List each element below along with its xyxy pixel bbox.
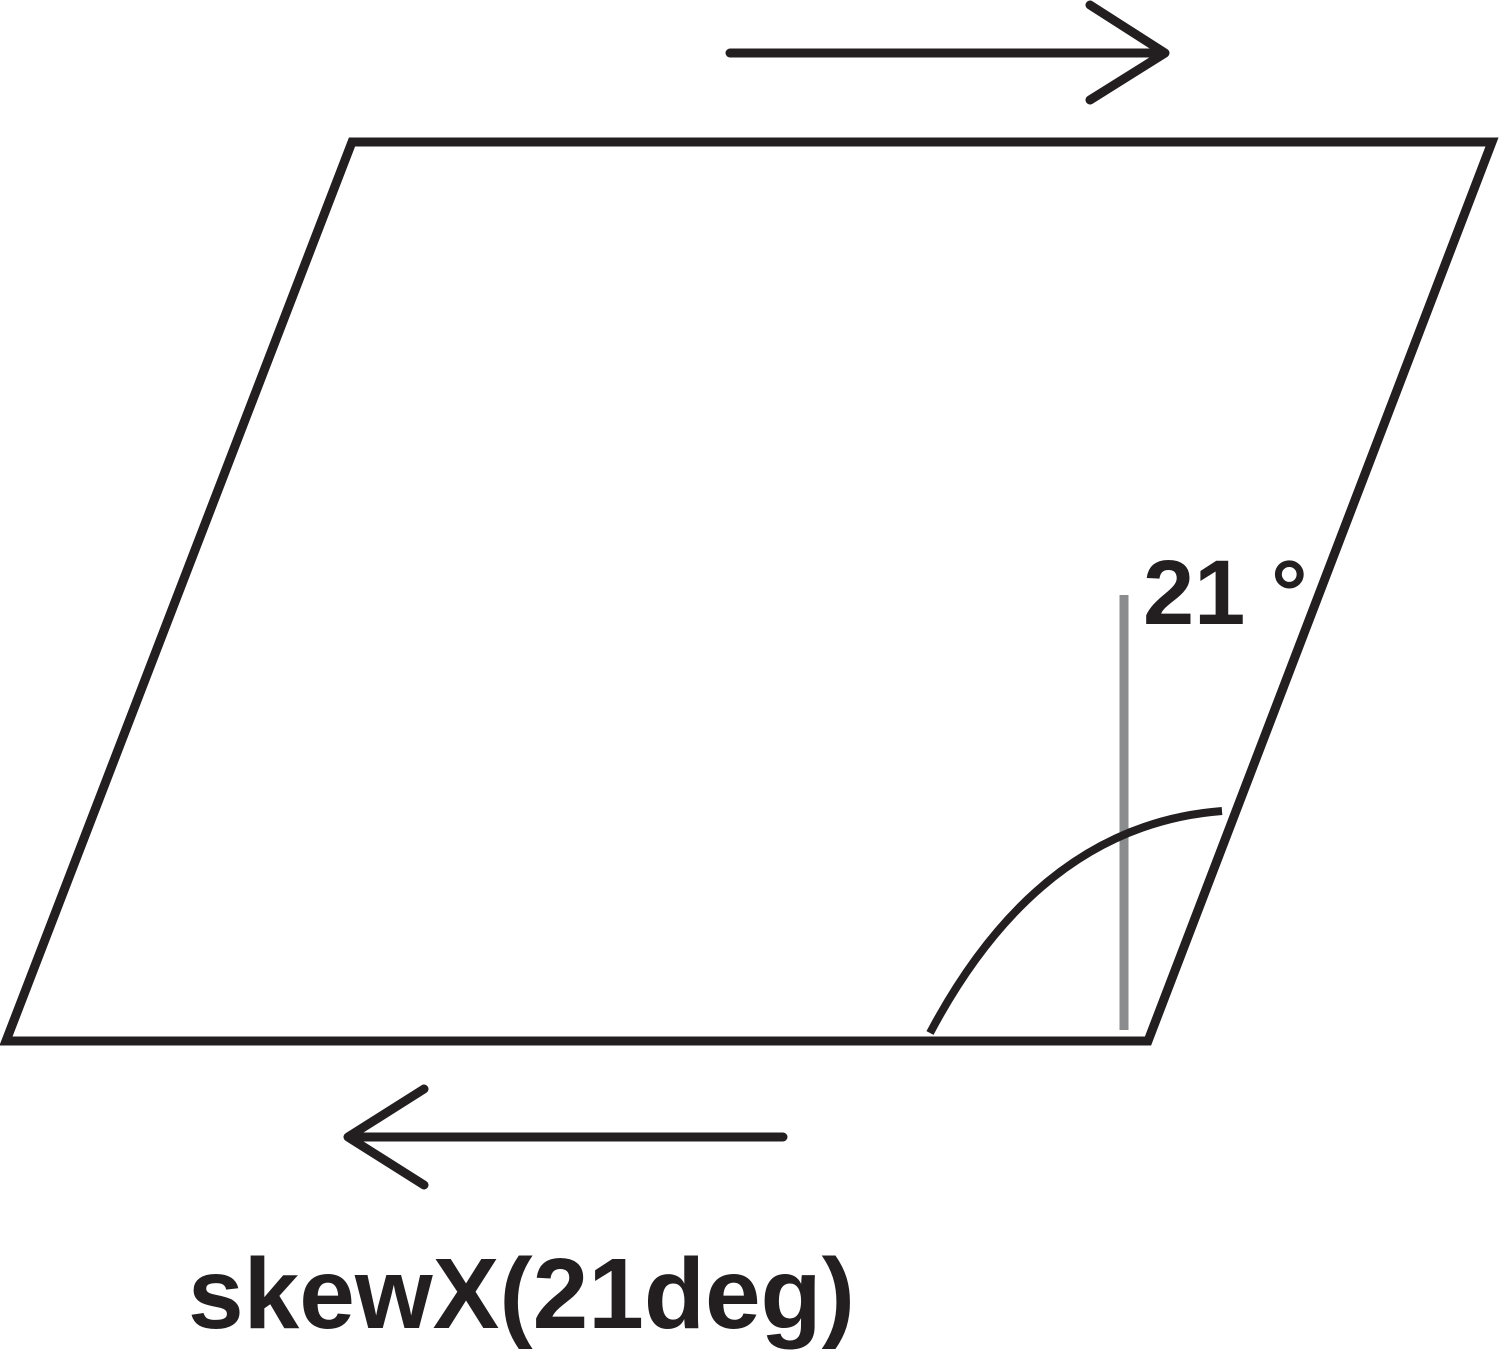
skewed-parallelogram [0,137,1499,1046]
angle-arc [926,807,1223,1035]
transform-label: skewX(21deg) [188,1238,855,1350]
arrow-left-icon [343,1084,788,1190]
angle-label: 21 ° [1143,542,1308,644]
arrow-right-icon [725,0,1170,105]
